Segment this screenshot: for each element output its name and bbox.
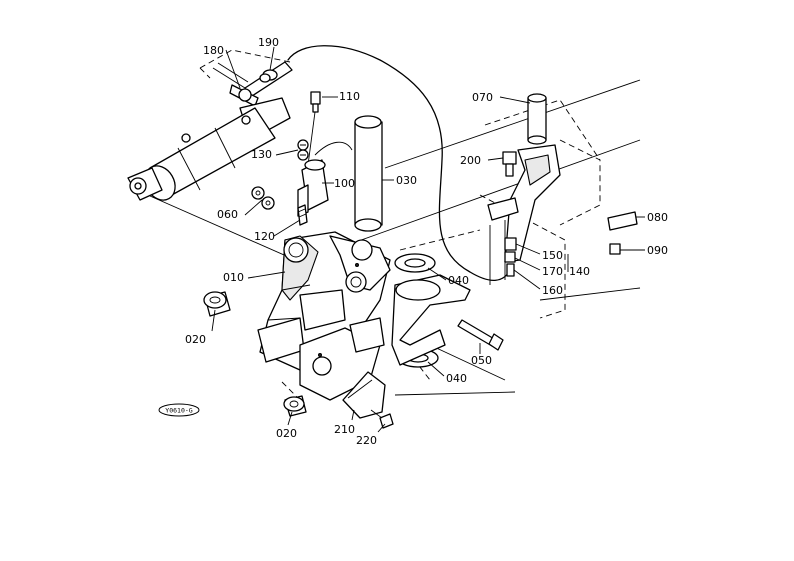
- fitting-170: [504, 251, 516, 263]
- label-010: 010: [223, 271, 244, 284]
- label-190: 190: [258, 36, 279, 49]
- label-060: 060: [217, 208, 238, 221]
- label-180: 180: [203, 44, 224, 57]
- nut-130: [297, 139, 309, 161]
- hydraulic-hose-upper: [314, 141, 353, 156]
- label-170: 170: [542, 265, 563, 278]
- bolt-180: [229, 84, 259, 107]
- label-130: 130: [251, 148, 272, 161]
- label-140: 140: [569, 265, 590, 278]
- label-150: 150: [542, 249, 563, 262]
- label-020-upper: 020: [185, 333, 206, 346]
- label-120: 120: [254, 230, 275, 243]
- pin-030: [354, 115, 383, 232]
- fitting-160: [506, 263, 515, 277]
- plate-210: [342, 371, 386, 419]
- pin-190: [212, 61, 293, 97]
- label-030: 030: [396, 174, 417, 187]
- pin-070: [527, 93, 547, 145]
- label-020-lower: 020: [276, 427, 297, 440]
- leader-lines: [211, 46, 645, 433]
- fitting-150: [504, 237, 517, 251]
- bolt-120: [297, 204, 308, 226]
- label-110: 110: [339, 90, 360, 103]
- fitting-110: [307, 91, 321, 166]
- bushing-020-lower: [283, 395, 307, 417]
- hydraulic-hose: [287, 45, 513, 281]
- label-080: 080: [647, 211, 668, 224]
- bolt-090: [609, 243, 621, 255]
- label-200: 200: [460, 154, 481, 167]
- bracket-010: [257, 231, 391, 401]
- swivel-arm: [391, 274, 471, 366]
- fitting-200: [502, 151, 517, 177]
- bolt-220: [370, 409, 394, 429]
- stamp-code: Y0610-G: [165, 407, 192, 415]
- clip-080: [607, 211, 638, 231]
- label-090: 090: [647, 244, 668, 257]
- label-040-upper: 040: [448, 274, 469, 287]
- bolt-050: [457, 319, 504, 351]
- label-160: 160: [542, 284, 563, 297]
- washer-040-upper: [394, 253, 436, 273]
- label-040-lower: 040: [446, 372, 467, 385]
- part-labels: 190 180 110 130 100 030 060 120 010 020 …: [185, 36, 668, 447]
- bushing-020-upper: [203, 291, 231, 317]
- label-100: 100: [334, 177, 355, 190]
- drawing-stamp: Y0610-G: [158, 403, 200, 417]
- label-070: 070: [472, 91, 493, 104]
- label-220: 220: [356, 434, 377, 447]
- washer-060: [251, 186, 275, 210]
- right-bracket: [487, 144, 561, 285]
- label-210: 210: [334, 423, 355, 436]
- hydraulic-cylinder: [127, 97, 291, 201]
- label-050: 050: [471, 354, 492, 367]
